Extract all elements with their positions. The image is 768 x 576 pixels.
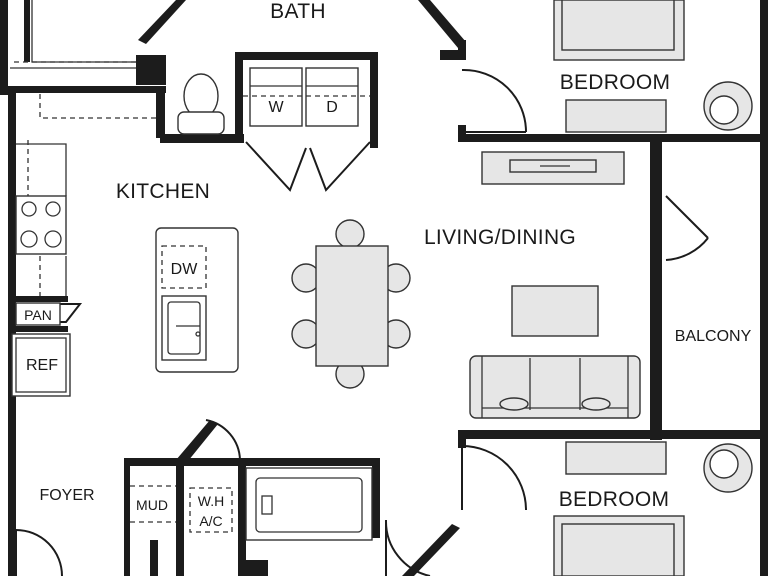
pantry: PAN (15, 302, 61, 326)
coffee-table (511, 285, 599, 337)
tv-console (481, 151, 625, 185)
kitchen-island: DW (155, 227, 239, 373)
counters (10, 0, 160, 296)
doors (15, 68, 709, 576)
toilet (177, 73, 225, 135)
bed-bottom (553, 515, 685, 576)
armchair-bottom (703, 443, 753, 493)
room-label-bedroom-top: BEDROOM (560, 71, 671, 94)
washer-label: W (268, 99, 284, 116)
water-heater: W.H A/C (189, 487, 233, 533)
stove (15, 195, 67, 255)
water-heater-label-1: W.H (198, 493, 224, 509)
dishwasher-label: DW (171, 261, 199, 278)
dresser-bottom (565, 441, 667, 475)
room-label-bath: BATH (270, 0, 326, 23)
mud-label: MUD (136, 497, 168, 513)
mud-closet: MUD (130, 485, 176, 523)
sofa (469, 355, 641, 419)
armchair-top (703, 81, 753, 131)
room-labels: BATH BEDROOM KITCHEN LIVING/DINING BALCO… (39, 0, 751, 511)
room-label-kitchen: KITCHEN (116, 180, 210, 203)
dryer-label: D (326, 99, 338, 116)
dresser-top (565, 99, 667, 133)
washer-dryer: W D (243, 67, 370, 127)
room-label-bedroom-bottom: BEDROOM (559, 488, 670, 511)
bed-top (553, 0, 685, 61)
dining-set (291, 219, 411, 389)
room-label-foyer: FOYER (39, 487, 94, 504)
pantry-label: PAN (24, 307, 52, 323)
refrigerator: REF (11, 333, 71, 397)
bathtub (245, 467, 373, 541)
room-label-balcony: BALCONY (675, 328, 752, 345)
refrigerator-label: REF (26, 357, 58, 374)
room-label-living-dining: LIVING/DINING (424, 226, 576, 249)
water-heater-label-2: A/C (199, 513, 222, 529)
